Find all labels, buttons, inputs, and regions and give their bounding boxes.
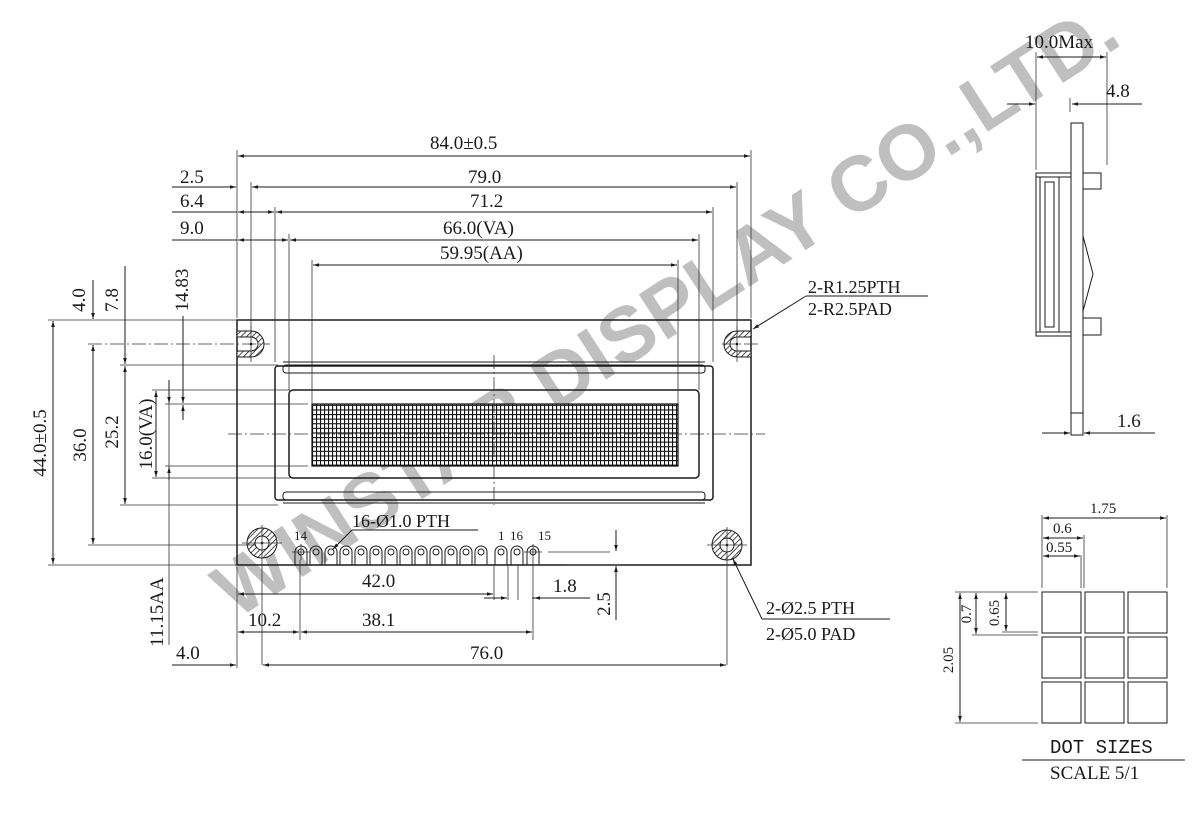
round-hole-callout: 2-Ø2.5 PTH 2-Ø5.0 PAD	[732, 558, 890, 644]
left-dimensions: 44.0±0.5 4.0 36.0 7.8 25.2 16.0(VA) 14.8…	[30, 266, 308, 647]
dot-grid	[1041, 591, 1168, 724]
dim-va-offset: 9.0	[180, 218, 204, 239]
dim-42: 42.0	[362, 571, 395, 592]
active-area-dot-matrix	[311, 403, 679, 467]
dim-dot-pitch-width: 0.6	[1053, 521, 1072, 537]
dim-module-depth: 4.8	[1106, 81, 1130, 102]
pin-label-1: 1	[498, 528, 505, 543]
watermark-text: WINSTAR DISPLAY CO.,LTD.	[197, 0, 1133, 634]
dim-overall-height: 44.0±0.5	[30, 409, 51, 476]
dim-char-height: 2.05	[941, 647, 957, 673]
slot-callout-line2: 2-R2.5PAD	[808, 299, 892, 319]
dim-aa-offset: 14.83	[172, 269, 193, 312]
top-dimensions: 84.0±0.5 2.5 79.0 6.4 71.2 9.0 66.0(VA) …	[172, 133, 752, 404]
round-hole-right	[707, 527, 747, 665]
round-hole-left	[242, 525, 282, 665]
dim-pin-row-offset: 2.5	[594, 592, 615, 616]
dim-hole-spacing: 79.0	[468, 167, 501, 188]
dim-bezel-height: 25.2	[102, 415, 123, 448]
dim-hole-offset: 2.5	[180, 167, 204, 188]
side-pcb	[1070, 122, 1084, 436]
dim-pin-span: 38.1	[362, 610, 395, 631]
side-lcd-glass	[1035, 172, 1072, 337]
slot-hole-left	[88, 326, 270, 362]
dim-bezel-offset: 6.4	[180, 191, 204, 212]
pin-label-15: 15	[538, 528, 551, 543]
front-view: 14 1 16 15 16-Ø1.0 PTH 84.0±0.5	[30, 133, 928, 668]
dim-max-thickness: 10.0Max	[1025, 32, 1094, 53]
dim-first-pin-offset: 10.2	[248, 610, 281, 631]
slot-hole-callout: 2-R1.25PTH 2-R2.5PAD	[752, 277, 928, 330]
dim-dot-width: 0.55	[1046, 540, 1072, 556]
dim-viewing-area-height: 16.0(VA)	[136, 399, 157, 470]
round-callout-line1: 2-Ø2.5 PTH	[766, 598, 855, 618]
dim-pcb-thickness: 1.6	[1117, 411, 1141, 432]
slot-hole-right	[722, 326, 758, 362]
dim-bottom-hole-spacing: 76.0	[470, 643, 503, 664]
dim-aa-bottom-offset: 11.15AA	[147, 577, 168, 647]
dim-char-width: 1.75	[1090, 501, 1116, 517]
dot-sizes-title: DOT SIZES	[1050, 737, 1153, 759]
slot-callout-line1: 2-R1.25PTH	[808, 277, 901, 297]
pin-row	[292, 544, 542, 565]
dim-mount-hole-spacing: 36.0	[70, 428, 91, 461]
dim-dot-pitch-height: 0.7	[959, 604, 975, 623]
round-callout-line2: 2-Ø5.0 PAD	[766, 624, 855, 644]
pin-label-14: 14	[294, 528, 308, 543]
dot-size-detail: 1.75 0.6 0.55 2.05 0.7 0.65 DOT SIZES SC…	[941, 501, 1185, 784]
dim-overall-width: 84.0±0.5	[430, 133, 497, 154]
pin-header: 14 1 16 15 16-Ø1.0 PTH	[292, 511, 610, 565]
pin-label-16: 16	[510, 528, 524, 543]
watermark: WINSTAR DISPLAY CO.,LTD.	[197, 0, 1133, 634]
dim-dot-height: 0.65	[987, 600, 1003, 626]
dim-bezel-width: 71.2	[470, 191, 503, 212]
side-view: 10.0Max 4.8 1.6	[1007, 32, 1155, 436]
dot-sizes-scale: SCALE 5/1	[1050, 763, 1139, 784]
dim-edge-offset: 4.0	[176, 643, 200, 664]
dim-bezel-offset-v: 7.8	[102, 288, 123, 312]
dim-viewing-area-width: 66.0(VA)	[443, 218, 514, 239]
pin-hole-callout: 16-Ø1.0 PTH	[352, 511, 450, 531]
bottom-dimensions: 42.0 1.8 2.5 10.2 38.1 4.0 76.0	[172, 530, 726, 668]
dim-pitch: 1.8	[553, 576, 577, 597]
dim-active-area-width: 59.95(AA)	[440, 243, 523, 264]
dim-hole-offset-v: 4.0	[69, 288, 90, 312]
